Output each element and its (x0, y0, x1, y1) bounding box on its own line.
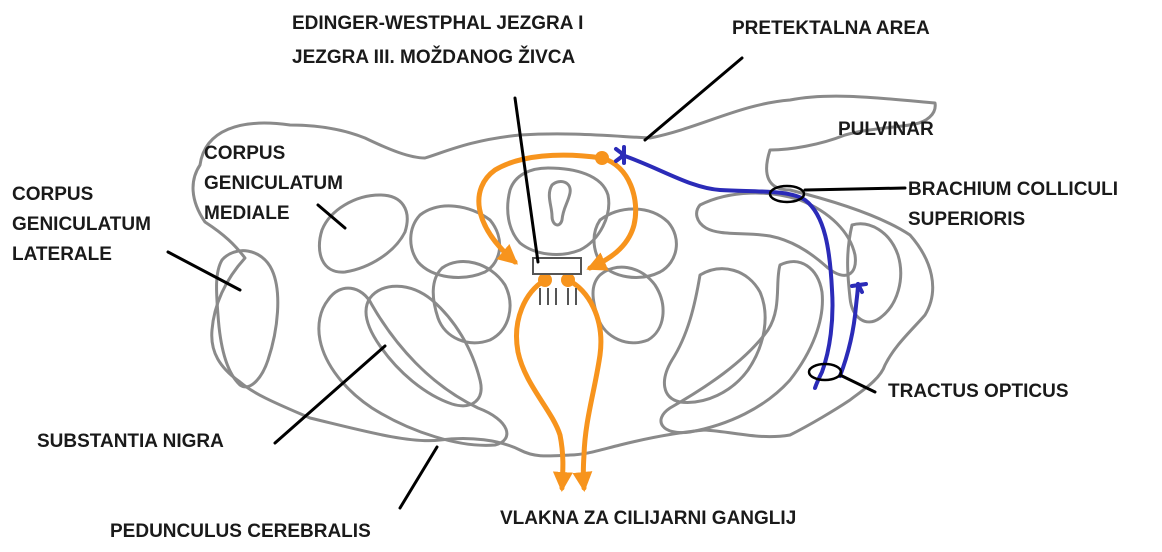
cgm-label-line3: MEDIALE (204, 202, 343, 226)
pedunculus-pointer-line (400, 447, 437, 508)
vlakna-ciliarni-label: VLAKNA ZA CILIJARNI GANGLIJ (500, 507, 796, 531)
cgl-label-line3: LATERALE (12, 243, 151, 267)
corpus-geniculatum-laterale-outline (217, 251, 278, 387)
corpus-geniculatum-laterale-label: CORPUS GENICULATUM LATERALE (12, 183, 151, 267)
right-red-nucleus-outline (593, 267, 663, 343)
substantia-pointer-line (275, 346, 385, 443)
pedunculus-cerebralis-label: PEDUNCULUS CEREBRALIS (110, 520, 371, 544)
oculomotor-nucleus-box (533, 258, 581, 274)
edinger-westphal-label: EDINGER-WESTPHAL JEZGRA I JEZGRA III. MO… (292, 12, 583, 70)
right-substantia-nigra-outline (664, 269, 765, 403)
edinger-pointer-line (515, 98, 538, 262)
corpus-geniculatum-mediale-label: CORPUS GENICULATUM MEDIALE (204, 142, 343, 226)
brachium-label-line2: SUPERIORIS (908, 208, 1118, 232)
cgl-label-line2: GENICULATUM (12, 213, 151, 237)
pupillary-pathway (479, 151, 636, 488)
pretectal-left-fiber (479, 155, 602, 262)
left-red-nucleus-outline (433, 262, 510, 343)
cgl-pointer-line (168, 252, 240, 290)
left-cerebral-peduncle-outline (319, 288, 507, 445)
brachium-pointer-line (805, 188, 905, 190)
pretektalna-label: PRETEKTALNA AREA (732, 17, 930, 41)
pretectal-nucleus-dot (595, 151, 609, 165)
aqueduct-lumen (549, 182, 570, 225)
right-efferent-fiber (568, 280, 601, 488)
edinger-label-line1: EDINGER-WESTPHAL JEZGRA I (292, 12, 583, 36)
substantia-nigra-label: SUBSTANTIA NIGRA (37, 430, 224, 454)
cgm-label-line1: CORPUS (204, 142, 343, 166)
pointer-lines (168, 58, 905, 508)
cgm-label-line2: GENICULATUM (204, 172, 343, 196)
pulvinar-label: PULVINAR (838, 118, 934, 142)
brachium-label-line1: BRACHIUM COLLICULI (908, 178, 1118, 202)
pretektalna-pointer-line (645, 58, 742, 140)
cgl-label-line1: CORPUS (12, 183, 151, 207)
optic-pathway (616, 147, 866, 388)
tractus-opticus-label: TRACTUS OPTICUS (888, 380, 1069, 404)
brachium-colliculi-label: BRACHIUM COLLICULI SUPERIORIS (908, 178, 1118, 232)
edinger-label-line2: JEZGRA III. MOŽDANOG ŽIVCA (292, 46, 583, 70)
right-cerebral-peduncle-outline (661, 262, 822, 433)
